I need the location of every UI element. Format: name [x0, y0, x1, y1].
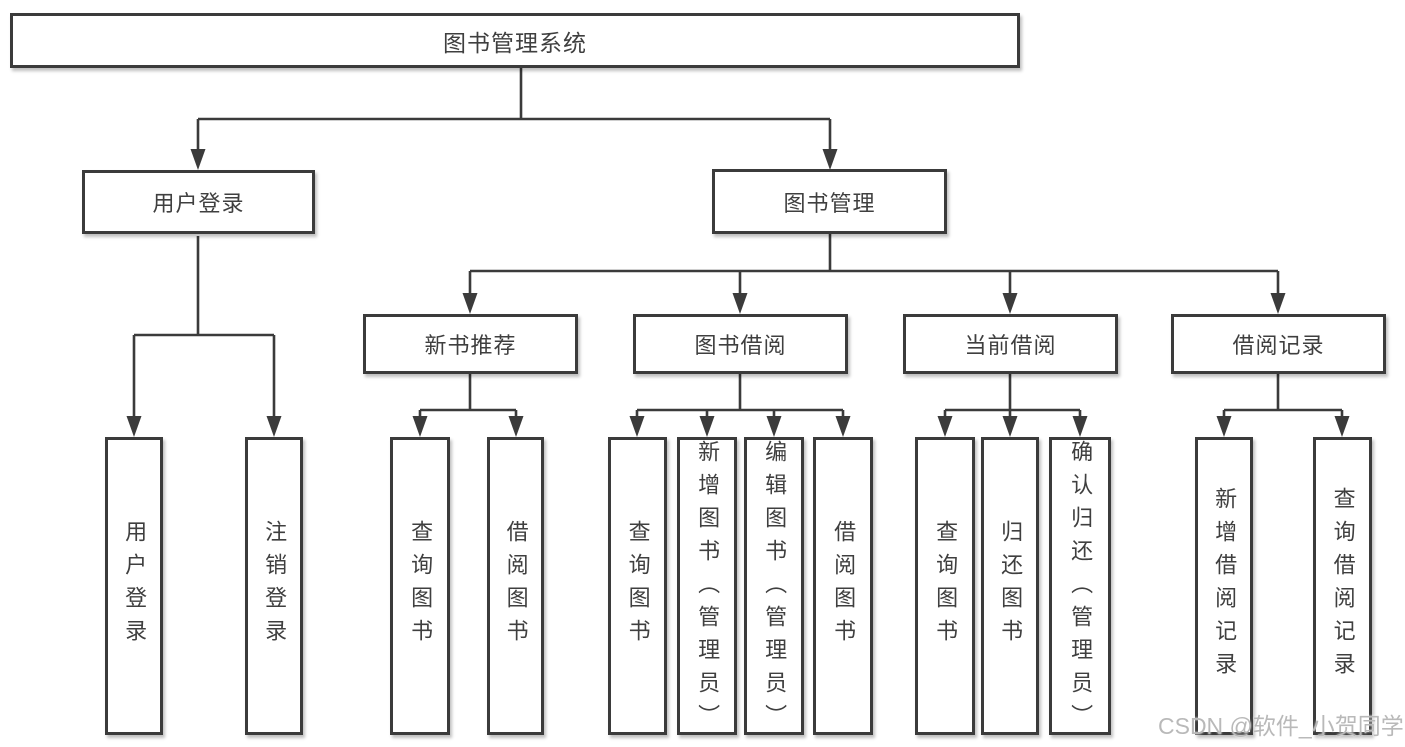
node-borrowing-records: 借阅记录	[1171, 314, 1386, 374]
node-book-management: 图书管理	[712, 169, 947, 234]
leaf-query-books-borrowing: 查询图书	[608, 437, 667, 735]
leaf-query-borrow-record: 查询借阅记录	[1313, 437, 1372, 735]
leaf-confirm-return-admin: 确认归还（管理员）	[1049, 437, 1111, 737]
node-new-book-recommendation: 新书推荐	[363, 314, 578, 374]
leaf-query-books-current: 查询图书	[915, 437, 975, 735]
node-book-borrowing: 图书借阅	[633, 314, 848, 374]
leaf-logout: 注销登录	[245, 437, 303, 735]
node-user-login: 用户登录	[82, 170, 315, 234]
leaf-add-borrow-record: 新增借阅记录	[1195, 437, 1253, 735]
root-node-library-management-system: 图书管理系统	[10, 13, 1020, 68]
leaf-edit-books-admin: 编辑图书（管理员）	[744, 437, 804, 737]
leaf-query-books-recommend: 查询图书	[390, 437, 450, 735]
leaf-return-books: 归还图书	[981, 437, 1039, 735]
leaf-borrow-books: 借阅图书	[813, 437, 873, 735]
leaf-user-login: 用户登录	[105, 437, 163, 735]
watermark: CSDN @软件_小贺同学	[1158, 713, 1404, 739]
leaf-borrow-books-recommend: 借阅图书	[487, 437, 544, 735]
node-current-borrowing: 当前借阅	[903, 314, 1118, 374]
leaf-add-books-admin: 新增图书（管理员）	[677, 437, 737, 737]
